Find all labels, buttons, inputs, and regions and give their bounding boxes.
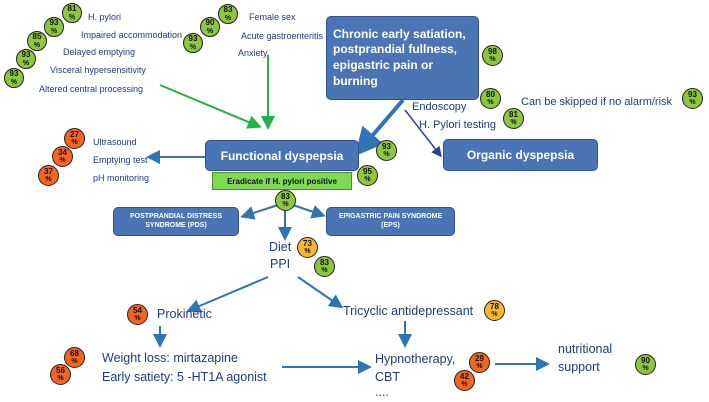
eradicate-box: Eradicate if H. pylori positive [212, 172, 352, 190]
risk-factor-central: Altered central processing [39, 84, 144, 94]
arrow-to-prokinetic [186, 276, 269, 313]
weight-loss-label: Weight loss: mirtazapine [102, 351, 238, 365]
badge-hypersensitivity: 93% [16, 49, 36, 69]
badge-tricyclic: 78% [484, 300, 505, 321]
chronic-symptoms-box: Chronic early satiation, postprandial fu… [326, 16, 479, 100]
badge-gastroenteritis: 90% [200, 17, 220, 37]
hpylori-testing-label: H. Pylori testing [419, 119, 497, 131]
badge-accommodation: 93% [44, 17, 64, 37]
risk-factor-gastroenteritis: Acute gastroenteritis [241, 31, 324, 41]
organic-dyspepsia-box: Organic dyspepsia [443, 139, 598, 171]
risk-factor-anxiety: Anxiety [238, 48, 268, 58]
badge-anxiety: 93% [183, 33, 203, 53]
risk-factor-hypersensitivity: Visceral hypersensitivity [50, 65, 146, 75]
functional-dyspepsia-box: Functional dyspepsia [205, 140, 359, 171]
badge-syndromes: 83% [275, 190, 296, 211]
risk-factor-hpylori: H. pylori [88, 12, 122, 22]
badge-chronic: 98% [482, 45, 503, 66]
endoscopy-label: Endoscopy [412, 101, 467, 113]
arrow-to-pds [240, 204, 279, 220]
diet-label: Diet [269, 240, 292, 254]
badge-skip: 93% [682, 88, 703, 109]
ellipsis-label: .... [375, 385, 389, 399]
arrow-chronic-to-organic [404, 109, 442, 158]
arrow-to-eps [292, 204, 326, 219]
badge-eradicate: 95% [357, 165, 378, 186]
arrow-risk-to-functional [159, 84, 262, 129]
prokinetic-label: Prokinetic [157, 307, 212, 321]
badge-emptying: 85% [27, 31, 47, 51]
badge-diet: 73% [297, 237, 318, 258]
skip-note: Can be skipped if no alarm/risk [521, 96, 673, 108]
badge-ppi: 83% [314, 256, 335, 277]
arrow-to-tricyclic [297, 276, 344, 309]
badge-ultrasound: 27% [64, 128, 85, 149]
risk-factor-accommodation: Impaired accommodation [81, 30, 183, 40]
badge-prokinetic: 54% [127, 304, 148, 325]
badge-emptying-test: 34% [52, 146, 73, 167]
badge-hpylori: 81% [62, 3, 82, 23]
badge-central: 93% [4, 68, 24, 88]
badge-ph-monitoring: 37% [38, 165, 59, 186]
badge-hypnotherapy: 29% [469, 352, 490, 373]
early-satiety-label: Early satiety: 5 -HT1A agonist [102, 370, 267, 384]
ppi-label: PPI [270, 257, 291, 271]
hypnotherapy-label: Hypnotherapy, [375, 352, 456, 366]
test-ph: pH monitoring [93, 173, 150, 183]
badge-female: 83% [218, 4, 238, 24]
nutritional-label: nutritional [558, 342, 613, 356]
badge-nutritional: 90% [635, 354, 656, 375]
badge-functional: 93% [376, 140, 397, 161]
tricyclic-label: Tricyclic antidepressant [343, 304, 474, 318]
cbt-label: CBT [375, 370, 400, 384]
eps-box: EPIGASTRIC PAIN SYNDROME (EPS) [326, 207, 455, 236]
badge-hpylori-testing: 81% [503, 108, 524, 129]
risk-factor-female: Female sex [249, 12, 296, 22]
pds-box: POSTPRANDIAL DISTRESS SYNDROME (PDS) [113, 207, 239, 236]
badge-early-satiety: 56% [50, 364, 71, 385]
arrow-chronic-to-functional [354, 98, 405, 157]
badge-cbt: 42% [454, 370, 475, 391]
badge-weight-loss: 68% [64, 347, 85, 368]
badge-endoscopy: 80% [480, 88, 501, 109]
risk-factor-emptying: Delayed emptying [63, 47, 136, 57]
support-label: support [558, 360, 600, 374]
test-emptying: Emptying test [93, 155, 148, 165]
test-ultrasound: Ultrasound [93, 137, 137, 147]
